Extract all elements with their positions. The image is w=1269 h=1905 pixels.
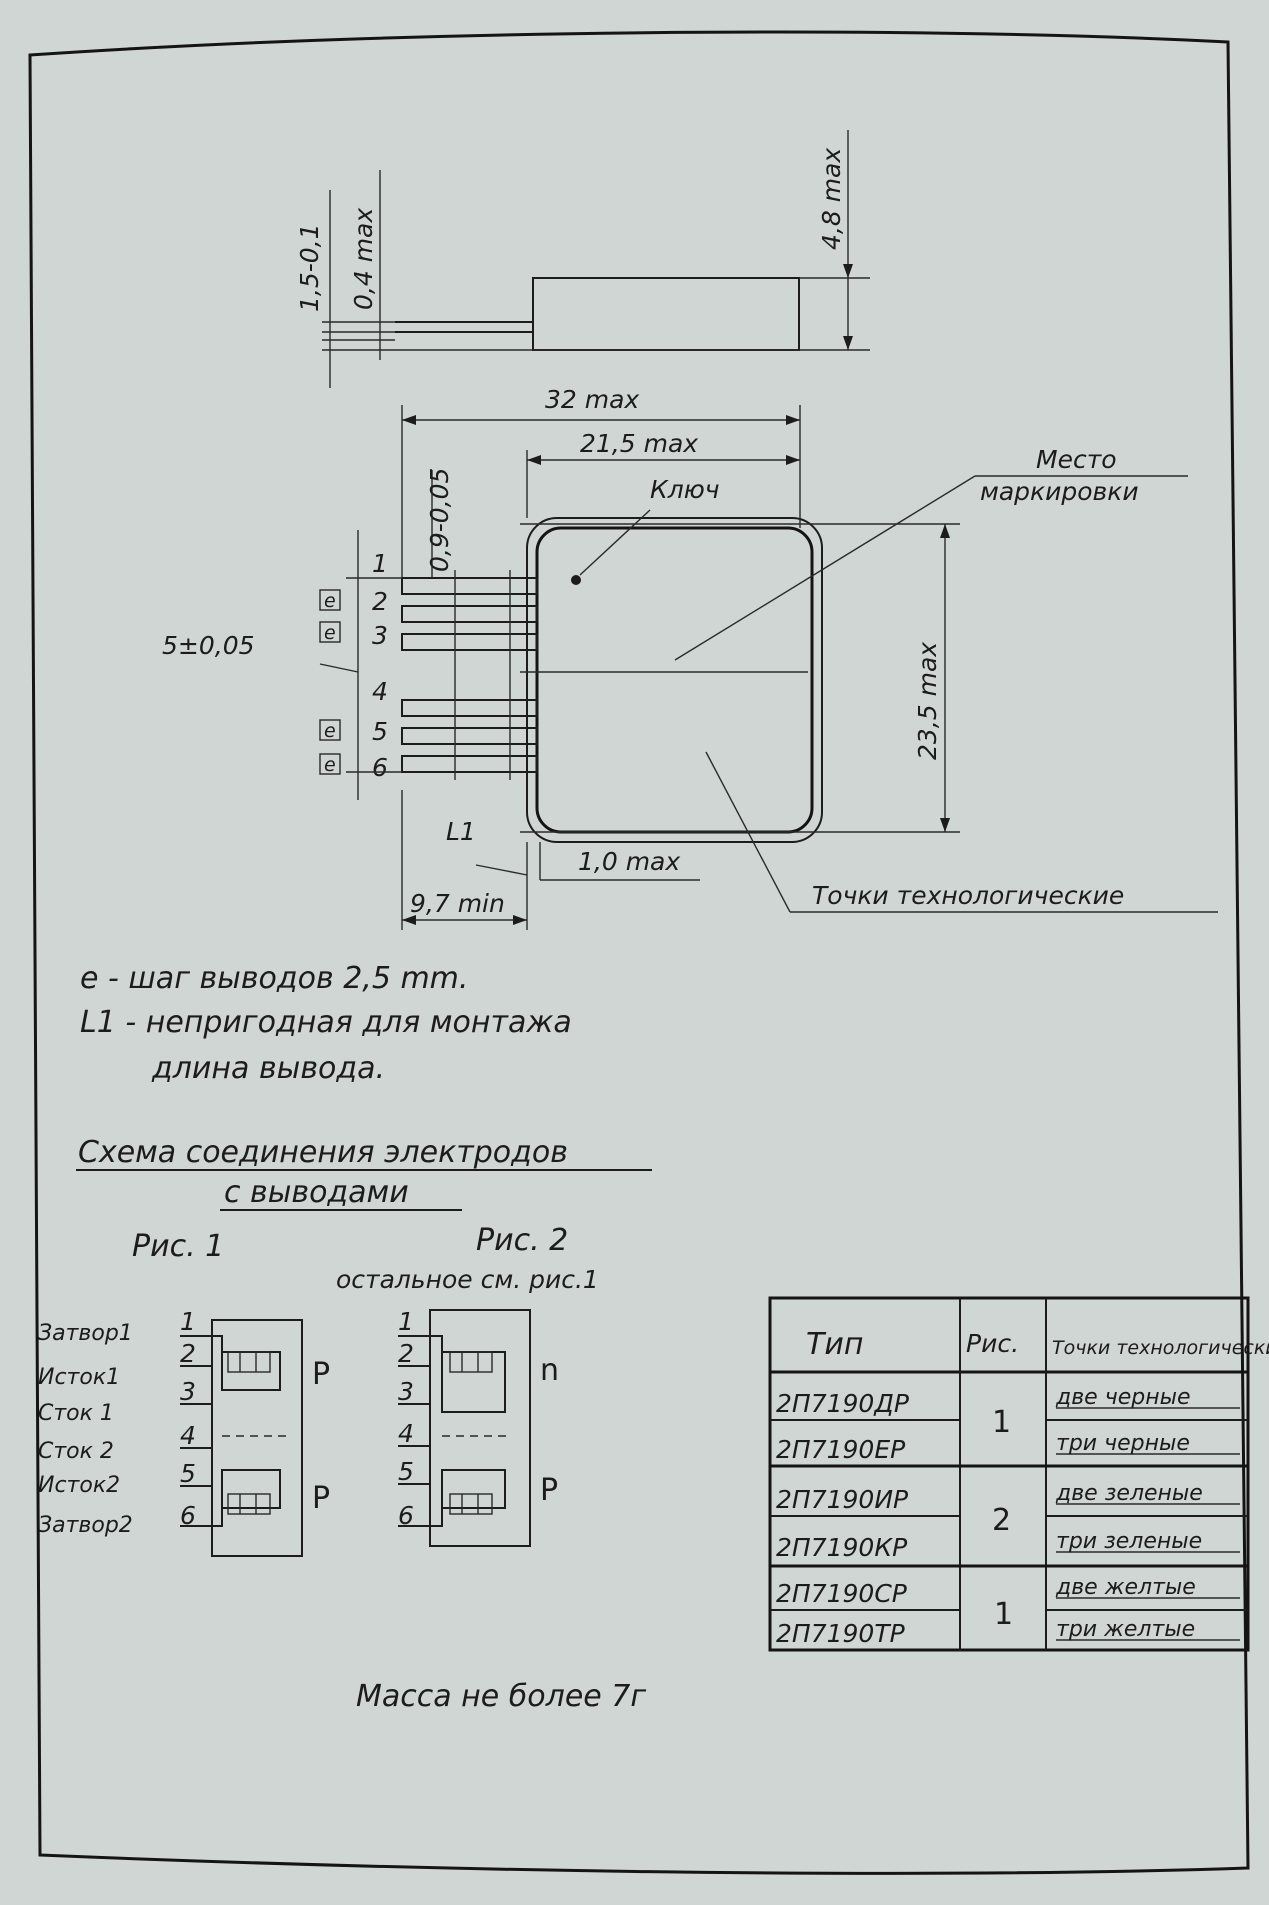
svg-text:e: e	[324, 622, 336, 644]
label-marking-line2: маркировки	[980, 477, 1139, 506]
note-1: e - шаг выводов 2,5 mm.	[80, 961, 468, 996]
mass-note: Масса не более 7г	[356, 1679, 646, 1714]
side-view: 1,5-0,1 0,4 max 4,8 max	[295, 130, 870, 388]
table-row-2-dots: три черные	[1056, 1431, 1190, 1456]
schema-title-line2: с выводами	[224, 1175, 409, 1210]
dim-lead-offset: 0,4 max	[349, 208, 378, 310]
table-row-1-dots: две черные	[1055, 1385, 1191, 1410]
dim-lead-thickness: 1,5-0,1	[295, 223, 324, 312]
lead-number-6: 6	[372, 753, 388, 782]
fig1-pin-5: 5	[180, 1459, 196, 1488]
dim-l1-symbol: L1	[446, 817, 476, 846]
sheet-border	[28, 30, 1250, 1875]
fig1-pin-4: 4	[180, 1421, 196, 1450]
fig2-pin-6: 6	[398, 1501, 414, 1530]
fig1-channel-top: P	[312, 1357, 330, 1392]
fig1-pin-6: 6	[180, 1501, 196, 1530]
dim-body-width: 23,5 max	[913, 642, 942, 760]
dim-body-length: 21,5 max	[580, 429, 698, 458]
schema-title-line1: Схема соединения электродов	[78, 1135, 568, 1170]
fig2-pin-2: 2	[398, 1339, 414, 1368]
fig1-pin-2: 2	[180, 1339, 196, 1368]
leads	[401, 570, 538, 780]
svg-text:e: e	[324, 720, 336, 742]
table-row-5-type: 2П7190СР	[776, 1579, 908, 1608]
note-3: длина вывода.	[151, 1051, 385, 1086]
table-group-3-fig: 1	[994, 1597, 1013, 1632]
fig2-channel-bottom: P	[540, 1473, 558, 1508]
table-row-6-type: 2П7190ТР	[776, 1619, 906, 1648]
table-header-dots: Точки технологические	[1052, 1337, 1269, 1359]
dim-lead-width: 0,9-0,05	[425, 468, 454, 572]
label-tech-dots: Точки технологические	[812, 881, 1124, 910]
fig2-diagram	[398, 1309, 531, 1547]
lead-number-4: 4	[372, 677, 388, 706]
table-header-type: Тип	[806, 1327, 863, 1362]
lead-number-3: 3	[372, 621, 388, 650]
table-group-2-fig: 2	[992, 1503, 1011, 1538]
pin-label-gate1: Затвор1	[38, 1321, 133, 1346]
dim-lead-length: 9,7 min	[410, 889, 505, 918]
dim-height: 4,8 max	[817, 148, 846, 250]
notes: e - шаг выводов 2,5 mm. L1 - непригодная…	[80, 961, 572, 1086]
fig1-title: Рис. 1	[132, 1229, 224, 1264]
pin-label-gate2: Затвор2	[38, 1513, 133, 1538]
table-row-6-dots: три желтые	[1056, 1617, 1195, 1642]
fig2-pin-3: 3	[398, 1377, 414, 1406]
connection-schema: Схема соединения электродов с выводами Р…	[38, 1135, 652, 1557]
fig2-subtitle: остальное см. рис.1	[336, 1265, 599, 1294]
fig1-diagram	[180, 1319, 303, 1557]
fig1-channel-bottom: P	[312, 1481, 330, 1516]
pitch-markers: e e e e	[319, 589, 341, 776]
fig2-pin-4: 4	[398, 1419, 414, 1448]
pin-label-drain2: Сток 2	[38, 1439, 114, 1464]
pin-label-source1: Исток1	[38, 1365, 120, 1390]
lead-number-5: 5	[372, 717, 388, 746]
key-mark	[571, 575, 581, 585]
svg-text:e: e	[324, 754, 336, 776]
type-table	[768, 1296, 1250, 1652]
table-group-1-fig: 1	[992, 1405, 1011, 1440]
pin-label-drain1: Сток 1	[38, 1401, 114, 1426]
table-row-3-type: 2П7190ИР	[776, 1485, 909, 1514]
label-key: Ключ	[650, 475, 720, 504]
pin-label-source2: Исток2	[38, 1473, 120, 1498]
lead-number-1: 1	[372, 549, 388, 578]
table-row-4-type: 2П7190КР	[776, 1533, 908, 1562]
svg-text:e: e	[324, 590, 336, 612]
table-row-2-type: 2П7190ЕР	[776, 1435, 906, 1464]
dim-l1-value: 1,0 max	[578, 847, 680, 876]
label-marking-line1: Место	[1036, 445, 1117, 474]
top-view: Ключ 1 2 3 4 5 6 e e e e	[162, 385, 1218, 930]
fig2-pin-1: 1	[398, 1307, 414, 1336]
fig2-channel-top: n	[540, 1353, 559, 1388]
lead-number-2: 2	[372, 587, 388, 616]
table-row-4-dots: три зеленые	[1056, 1529, 1202, 1554]
dim-overall-length: 32 max	[545, 385, 639, 414]
fig1-pin-3: 3	[180, 1377, 196, 1406]
table-header-fig: Рис.	[966, 1329, 1019, 1358]
fig2-title: Рис. 2	[476, 1223, 568, 1258]
table-row-3-dots: две зеленые	[1055, 1481, 1203, 1506]
table-row-5-dots: две желтые	[1055, 1575, 1196, 1600]
table-row-1-type: 2П7190ДР	[776, 1389, 910, 1418]
note-2: L1 - непригодная для монтажа	[80, 1005, 572, 1040]
dim-lead-spacing: 5±0,05	[162, 631, 255, 660]
fig1-pin-1: 1	[180, 1307, 196, 1336]
fig2-pin-5: 5	[398, 1457, 414, 1486]
